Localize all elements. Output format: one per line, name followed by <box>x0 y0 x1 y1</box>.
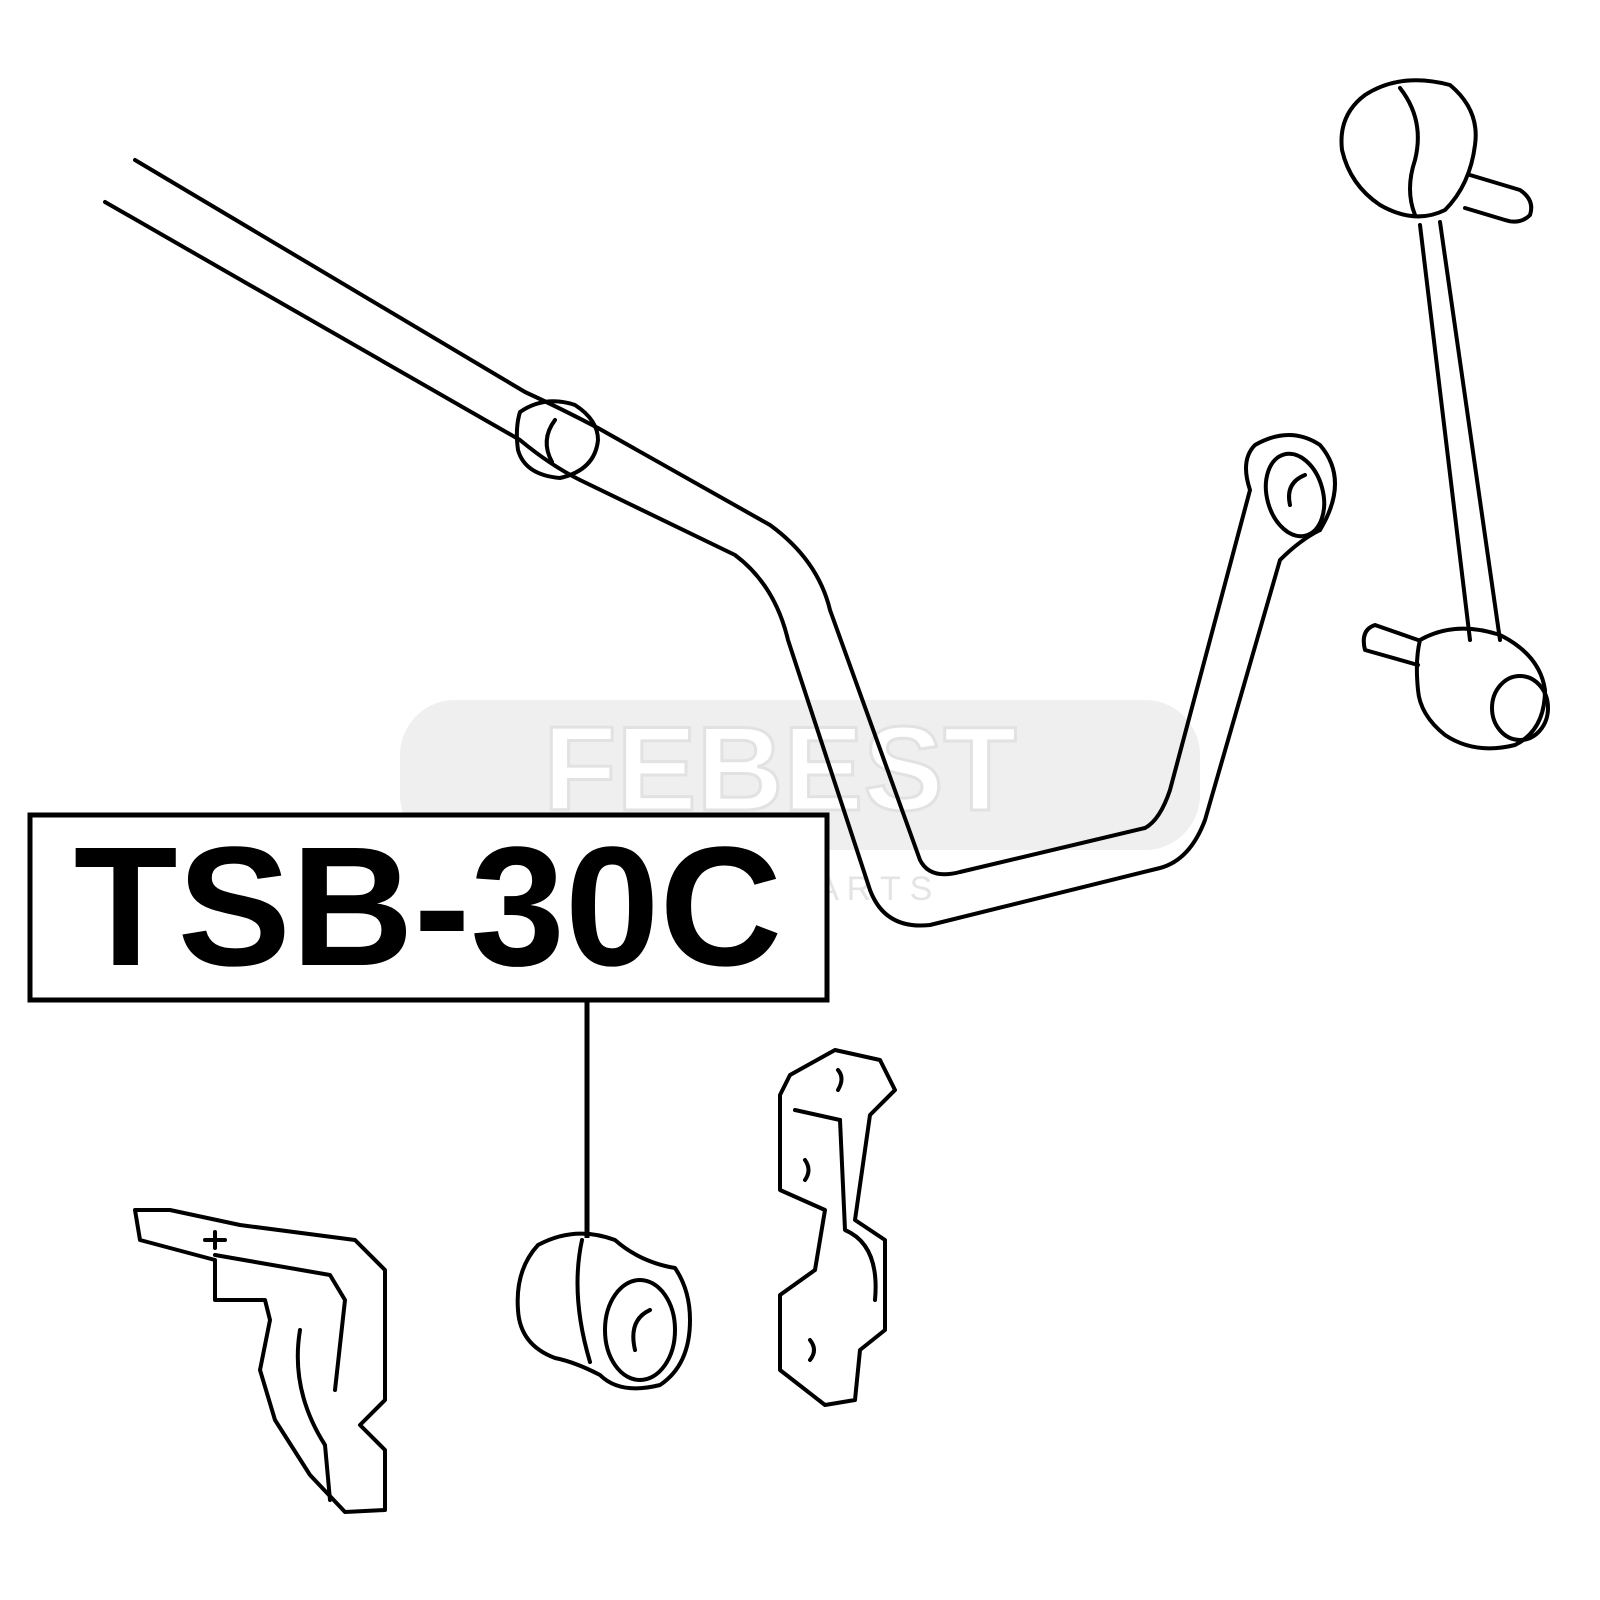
link-rod <box>1418 223 1472 642</box>
bushing-clamp <box>778 1048 897 1407</box>
link-top-joint <box>1339 78 1478 219</box>
part-label: TSB-30C <box>27 812 830 1003</box>
bushing-split-line <box>575 1238 592 1364</box>
part-label-text: TSB-30C <box>74 812 782 1002</box>
bracket-outline <box>133 1208 387 1514</box>
stabilizer-link <box>1339 78 1550 751</box>
clamp-bolt-top <box>836 1068 844 1092</box>
clamp-bend <box>838 1118 878 1302</box>
part-label-box <box>27 812 830 1003</box>
mount-bracket <box>133 1208 387 1514</box>
bar-eye <box>1263 451 1327 539</box>
stabilizer-bar <box>103 158 1337 928</box>
bracket-rib <box>295 1328 332 1502</box>
bar-eye-arc <box>1287 473 1307 507</box>
bracket-hole <box>203 1230 227 1250</box>
bushing-body <box>515 1231 692 1391</box>
link-bottom-stud <box>1361 623 1420 667</box>
bar-bushing-inner-arc <box>544 418 557 464</box>
bushing-bore <box>603 1278 677 1382</box>
stabilizer-bar-upper-edge <box>133 158 1337 877</box>
bushing-bore-arc <box>631 1308 652 1352</box>
stabilizer-bar-lower-edge <box>103 200 1322 928</box>
clamp-outline <box>778 1048 897 1407</box>
bar-bushing-outline <box>514 399 600 480</box>
link-top-joint-inner <box>1398 86 1420 217</box>
link-top-stud <box>1463 173 1534 224</box>
bracket-flange <box>213 1253 347 1392</box>
bushing-part <box>515 1231 692 1391</box>
clamp-flange-top <box>793 1108 842 1122</box>
link-bottom-eye <box>1490 674 1550 742</box>
link-rod-2 <box>1438 220 1502 642</box>
link-bottom-joint <box>1414 626 1547 751</box>
clamp-bolt-mid <box>803 1158 811 1182</box>
clamp-bolt-bottom <box>808 1338 816 1362</box>
